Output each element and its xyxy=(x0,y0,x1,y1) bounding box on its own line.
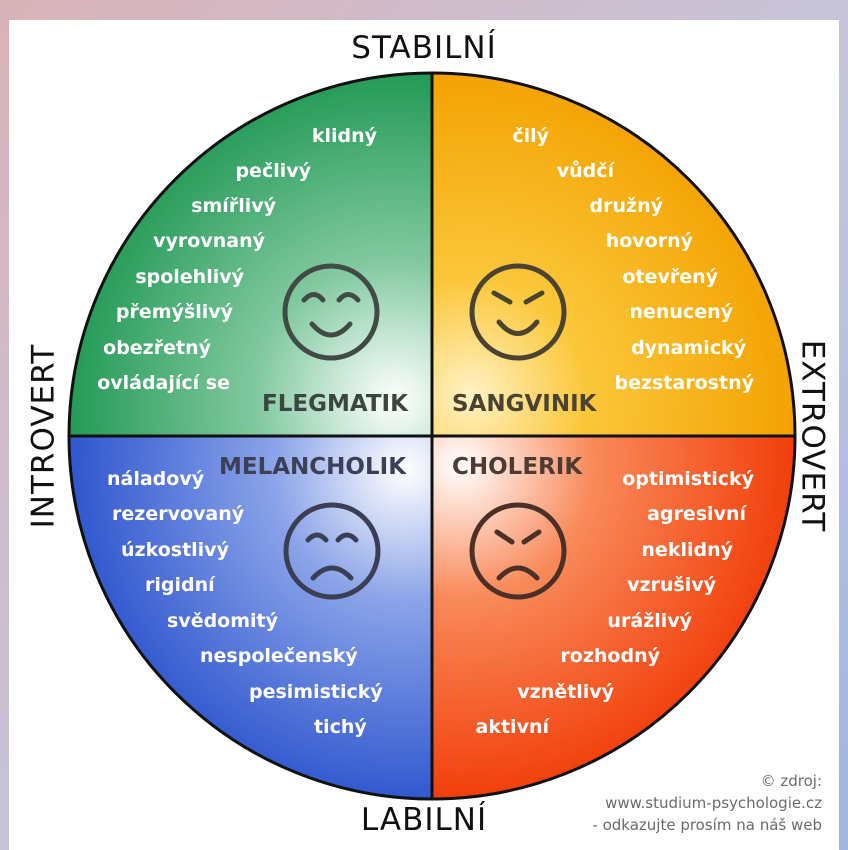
trait: nespolečenský xyxy=(200,645,358,667)
traits-sangvinik: čilý vůdčí družný hovorný otevřený nenuc… xyxy=(512,125,754,394)
trait: agresivní xyxy=(647,503,747,525)
trait: úzkostlivý xyxy=(121,539,230,561)
quadrant-melancholik xyxy=(69,436,432,799)
quadrant-name-cholerik: CHOLERIK xyxy=(452,454,583,480)
credit-line: - odkazujte prosím na náš web xyxy=(592,816,822,834)
quadrant-cholerik xyxy=(432,436,795,799)
trait: vzrušivý xyxy=(627,574,717,596)
angry-face-icon xyxy=(469,502,567,600)
traits-flegmatik: klidný pečlivý smířlivý vyrovnaný spoleh… xyxy=(97,125,377,394)
trait: družný xyxy=(590,195,664,217)
trait: smířlivý xyxy=(191,195,276,217)
trait: obezřetný xyxy=(103,337,211,359)
trait: nenucený xyxy=(629,301,733,323)
traits-melancholik: náladový rezervovaný úzkostlivý rigidní … xyxy=(107,468,383,738)
trait: vznětlivý xyxy=(517,681,614,703)
quadrant-name-sangvinik: SANGVINIK xyxy=(452,391,598,417)
trait: náladový xyxy=(107,468,205,490)
sad-face-icon xyxy=(283,502,381,600)
cheeky-smile-icon xyxy=(469,263,567,361)
trait: klidný xyxy=(312,125,378,147)
trait: vůdčí xyxy=(557,159,616,182)
trait: neklidný xyxy=(641,539,733,561)
quadrant-sangvinik xyxy=(432,73,795,436)
trait: svědomitý xyxy=(167,610,279,632)
trait: vyrovnaný xyxy=(153,230,265,252)
axis-label-extrovert: EXTROVERT xyxy=(794,339,831,533)
quadrant-flegmatik xyxy=(69,73,432,436)
trait: rezervovaný xyxy=(112,503,245,525)
trait: bezstarostný xyxy=(615,372,755,394)
trait: otevřený xyxy=(622,266,718,288)
axis-label-introvert: INTROVERT xyxy=(25,343,62,529)
trait: aktivní xyxy=(476,716,551,738)
trait: dynamický xyxy=(631,337,747,359)
traits-cholerik: optimistický agresivní neklidný vzrušivý… xyxy=(476,468,755,738)
axis-label-labilni: LABILNÍ xyxy=(360,802,488,838)
trait: hovorný xyxy=(606,230,694,252)
trait: rigidní xyxy=(145,574,216,596)
credit-url: www.studium-psychologie.cz xyxy=(605,794,822,812)
trait: optimistický xyxy=(622,468,754,490)
trait: přemýšlivý xyxy=(116,301,234,323)
trait: pesimistický xyxy=(249,681,383,703)
trait: spolehlivý xyxy=(135,266,244,288)
axis-label-stabilni: STABILNÍ xyxy=(351,30,497,66)
trait: rozhodný xyxy=(560,645,660,667)
source-credit: © zdroj: www.studium-psychologie.cz - od… xyxy=(592,770,822,836)
calm-smile-icon xyxy=(282,263,380,361)
trait: ovládající se xyxy=(97,372,230,394)
trait: urážlivý xyxy=(607,610,692,632)
quadrant-name-melancholik: MELANCHOLIK xyxy=(219,454,407,480)
quadrant-name-flegmatik: FLEGMATIK xyxy=(262,391,409,417)
trait: tichý xyxy=(314,716,367,738)
trait: pečlivý xyxy=(235,160,311,182)
credit-line: © zdroj: xyxy=(760,772,822,790)
trait: čilý xyxy=(512,125,549,147)
